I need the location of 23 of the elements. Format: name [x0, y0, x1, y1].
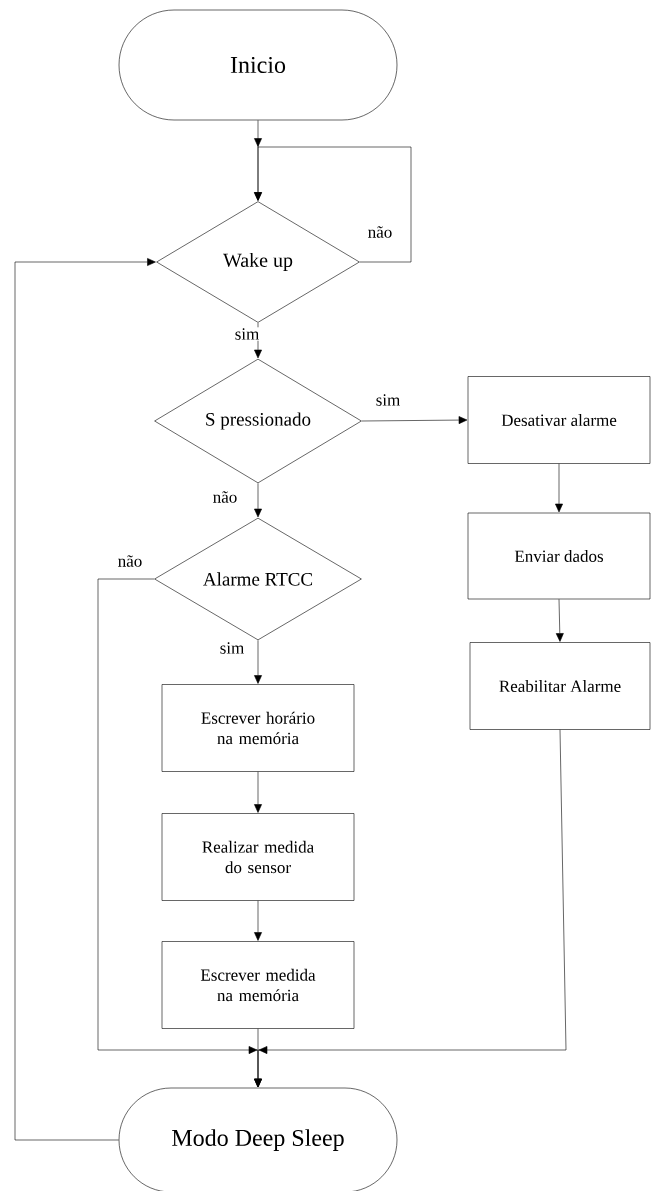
arrow: [14, 258, 156, 1141]
edge-label: não: [211, 490, 239, 504]
arrow: [254, 729, 567, 1088]
arrow: [254, 771, 262, 813]
arrow: [254, 138, 412, 263]
process-box: Enviar dados: [467, 512, 651, 600]
edge-label: não: [366, 225, 394, 239]
arrow: [254, 483, 262, 518]
edge-label: não: [116, 554, 144, 568]
process-box: Escrever medida na memória: [161, 941, 355, 1029]
process-box: Desativar alarme: [467, 376, 651, 464]
arrow: [254, 900, 262, 941]
arrow: [555, 599, 564, 642]
process-box: Escrever horário na memória: [161, 684, 355, 772]
edge-label: sim: [374, 393, 402, 407]
arrow: [361, 416, 468, 424]
edge-label: sim: [218, 641, 246, 655]
process-box: Realizar medida do sensor: [161, 813, 355, 901]
arrow: [555, 463, 563, 513]
arrow: [254, 640, 262, 684]
edge-label: sim: [233, 327, 261, 341]
process-box: Reabilitar Alarme: [469, 642, 651, 730]
arrow: [254, 322, 262, 359]
